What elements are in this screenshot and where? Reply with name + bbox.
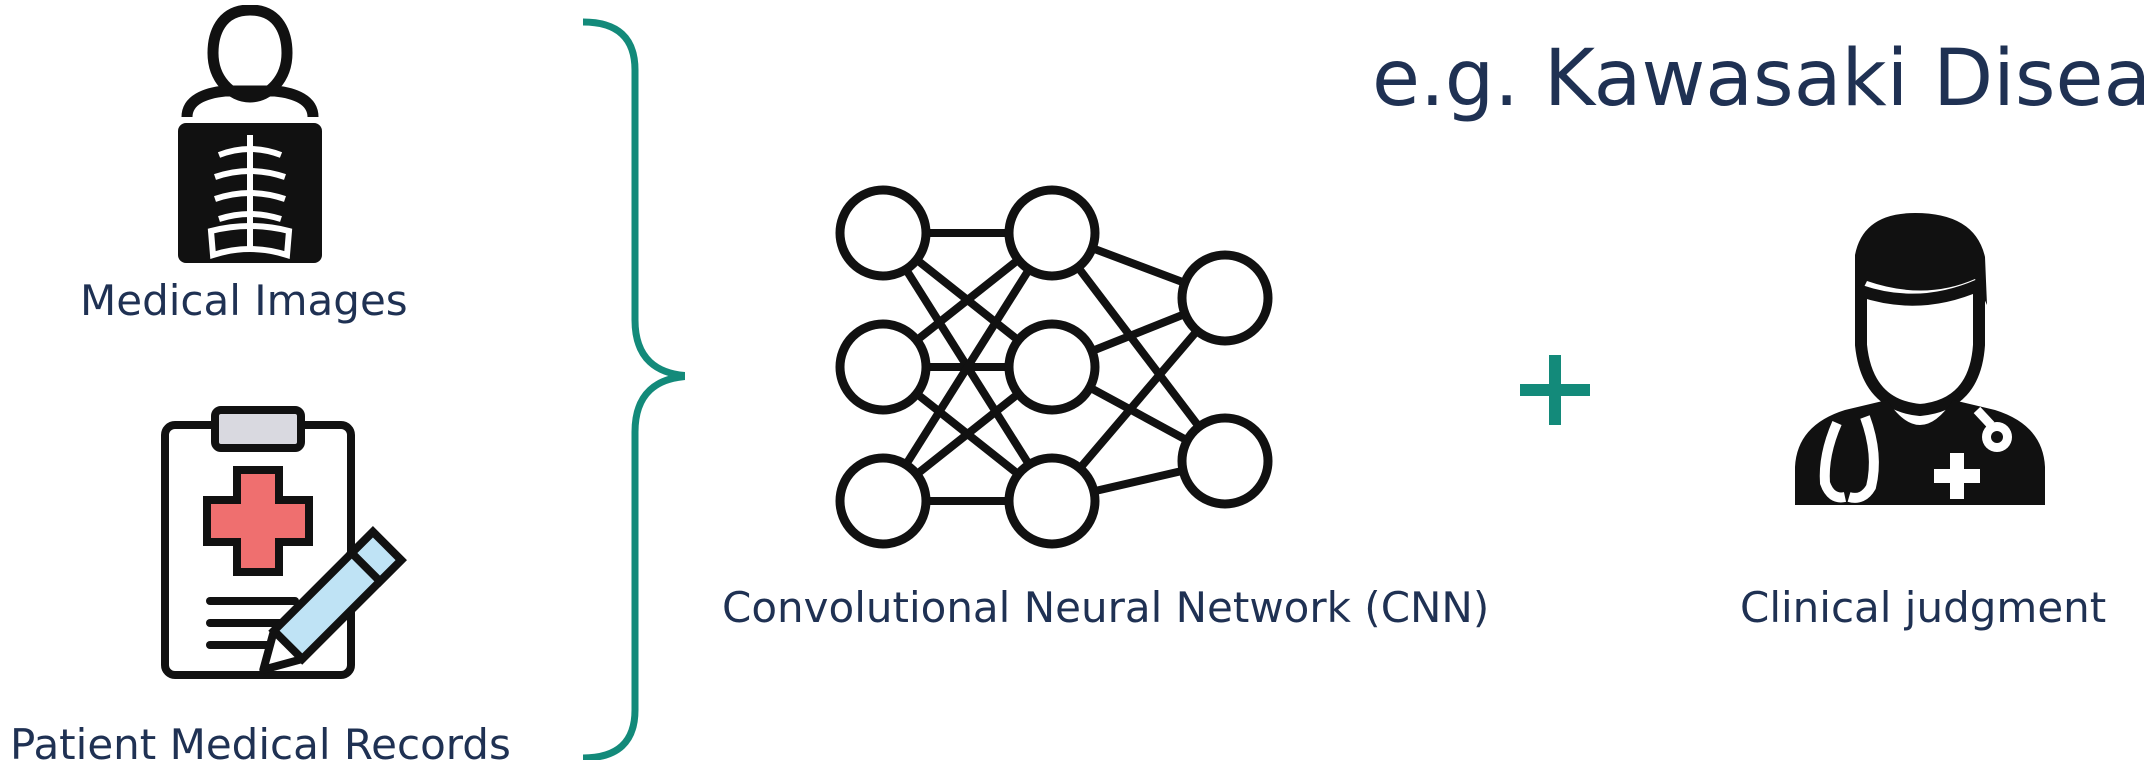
clinical-judgment-label: Clinical judgment — [1740, 583, 2107, 632]
medical-images-label: Medical Images — [80, 276, 408, 325]
doctor-icon — [1795, 213, 2045, 505]
neural-network-icon — [835, 185, 1273, 549]
grouping-brace — [582, 18, 685, 760]
patient-records-label: Patient Medical Records — [10, 720, 511, 769]
plus-icon — [1520, 355, 1590, 425]
cnn-label: Convolutional Neural Network (CNN) — [722, 583, 1490, 632]
clipboard-icon — [161, 406, 407, 679]
xray-icon — [178, 5, 322, 263]
diagram-title: e.g. Kawasaki Disease — [1372, 34, 2144, 124]
